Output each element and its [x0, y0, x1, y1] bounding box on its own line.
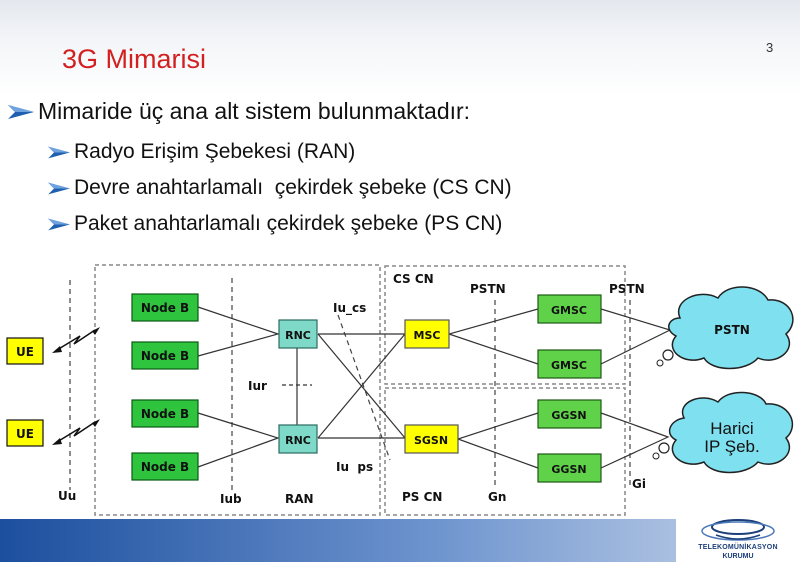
bullet-main-text: Mimaride üç ana alt sistem bulunmaktadır… [38, 98, 471, 124]
bullet-main: Mimaride üç ana alt sistem bulunmaktadır… [8, 98, 470, 125]
ue-label: UE [16, 427, 34, 441]
gmsc-box [537, 349, 602, 379]
ggsn-label: GGSN [551, 409, 586, 422]
nodeb-box [131, 293, 199, 322]
nodeb-box [131, 399, 199, 428]
bullet-sub-text: Devre anahtarlamalı çekirdek şebeke (CS … [74, 176, 512, 199]
pstn-interface-label: PSTN [609, 282, 645, 296]
external-ip-label-line1: Harici [710, 419, 753, 438]
logo-text-line1: TELEKOMÜNİKASYON [698, 544, 778, 551]
iur-label: Iur [248, 379, 267, 393]
rnc-label: RNC [285, 434, 311, 447]
ue-box-bottom [6, 419, 44, 447]
ue-label: UE [16, 345, 34, 359]
external-ip-cloud [668, 391, 794, 474]
rnc-label: RNC [285, 329, 311, 342]
ran-label: RAN [285, 492, 314, 506]
bullet-arrow-icon [8, 104, 34, 119]
msc-gmsc-links [446, 308, 539, 365]
bullet-arrow-icon [48, 218, 70, 230]
pstn-cloud-label: PSTN [714, 323, 750, 337]
nodeb-rnc-links-bottom [197, 412, 280, 468]
radio-link-arrowhead [92, 327, 100, 335]
bullet-sub-text: Paket anahtarlamalı çekirdek şebeke (PS … [74, 212, 503, 235]
rnc-box-top [278, 319, 318, 349]
radio-link-arrowhead [92, 419, 100, 427]
bullet-sub-text: Radyo Erişim Şebekesi (RAN) [74, 140, 356, 163]
iu-cs-label: Iu_cs [333, 301, 366, 316]
nodeb-label: Node B [141, 349, 189, 363]
ggsn-box [537, 453, 602, 483]
msc-label: MSC [414, 329, 441, 342]
nodeb-label: Node B [141, 407, 189, 421]
sgsn-box [404, 424, 459, 454]
rnc-msc-link [317, 333, 406, 439]
radio-link-arrowhead [52, 346, 62, 353]
external-ip-label-line2: IP Şeb. [704, 437, 759, 456]
gmsc-label: GMSC [551, 304, 587, 317]
ran-region [94, 264, 381, 516]
iub-label: Iub [220, 492, 242, 506]
nodeb-label: Node B [141, 460, 189, 474]
bullet-sub-cs: Devre anahtarlamalı çekirdek şebeke (CS … [48, 176, 512, 200]
radio-link-bottom [56, 421, 96, 443]
page-number: 3 [766, 40, 774, 55]
ps-cn-label: PS CN [402, 490, 442, 504]
nodeb-box [131, 341, 199, 370]
radio-link-arrowhead [52, 438, 62, 445]
architecture-diagram: UE UE Node B Node B Node B Node B RNC RN… [6, 264, 794, 516]
logo-text-line2: KURUMU [722, 553, 754, 560]
ue-box-top [6, 337, 44, 365]
bullet-arrow-icon [48, 146, 70, 158]
bullet-sub-ps: Paket anahtarlamalı çekirdek şebeke (PS … [48, 212, 502, 236]
gn-label: Gn [488, 490, 506, 504]
sgsn-label: SGSN [414, 434, 448, 447]
gi-label: Gi [632, 477, 646, 491]
ggsn-box [537, 399, 602, 429]
cloud-bubble [652, 452, 660, 460]
ps-cn-region [384, 387, 626, 516]
gmsc-pstn-links [600, 308, 672, 365]
ggsn-ip-links [600, 412, 670, 469]
pstn-interface-label: PSTN [470, 282, 506, 296]
cs-cn-region [384, 265, 626, 385]
nodeb-rnc-links-top [197, 306, 281, 357]
cs-cn-label: CS CN [393, 272, 434, 286]
pstn-cloud [668, 286, 794, 370]
telekom-logo: TELEKOMÜNİKASYON KURUMU [676, 519, 800, 562]
msc-box [404, 319, 450, 349]
slide-title: 3G Mimarisi [62, 44, 207, 74]
ggsn-label: GGSN [551, 463, 586, 476]
rnc-box-bottom [278, 424, 318, 454]
cloud-bubble [658, 442, 670, 454]
radio-link-top [56, 329, 96, 351]
cloud-bubble [662, 349, 674, 361]
bullet-arrow-icon [48, 182, 70, 194]
bullet-sub-ran: Radyo Erişim Şebekesi (RAN) [48, 140, 355, 164]
nodeb-label: Node B [141, 301, 189, 315]
nodeb-box [131, 452, 199, 481]
cloud-bubble [656, 359, 664, 367]
footer-band [0, 519, 800, 562]
iu-ps-label: Iu ps [336, 460, 373, 474]
uu-label: Uu [58, 489, 76, 503]
gmsc-label: GMSC [551, 359, 587, 372]
sgsn-ggsn-links [456, 412, 539, 469]
gmsc-box [537, 294, 602, 324]
logo-emblem-icon [701, 519, 775, 541]
iu-interface-line [337, 314, 391, 461]
